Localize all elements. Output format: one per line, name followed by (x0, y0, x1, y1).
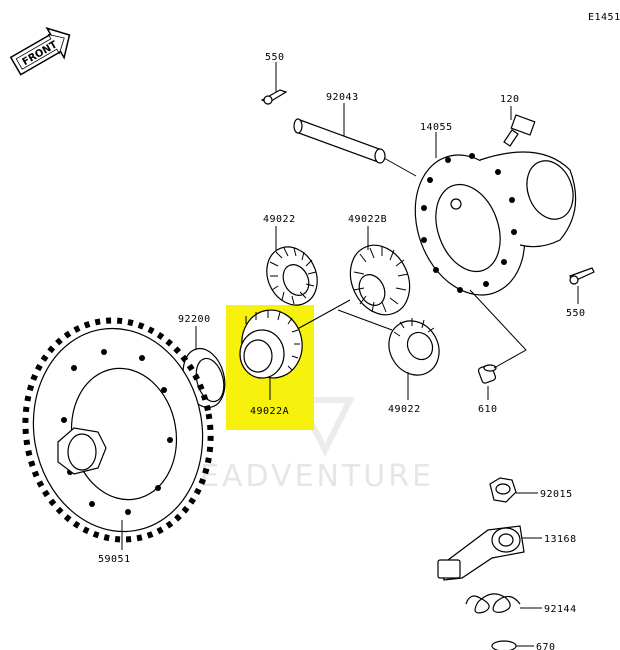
bevel-gear-49022B (291, 226, 411, 333)
part-label-550-top: 550 (265, 52, 285, 63)
nut-92015 (489, 477, 538, 503)
pin-610 (469, 289, 527, 400)
o-ring-670 (491, 640, 534, 650)
cotter-pin-550-top (260, 62, 288, 105)
cotter-pin-550-right (569, 267, 595, 304)
ring-gear-59051 (22, 317, 214, 550)
part-label-92015: 92015 (540, 489, 573, 500)
bolt-120 (503, 106, 536, 147)
differential-case-14055 (414, 132, 577, 296)
part-label-49022-bottom: 49022 (388, 404, 421, 415)
spring-92144 (465, 593, 542, 614)
bevel-gear-49022-bottom (337, 309, 440, 400)
part-label-49022A: 49022A (250, 406, 289, 417)
side-gear-49022A (239, 309, 303, 400)
part-label-49022-top: 49022 (263, 214, 296, 225)
watermark: EADVENTURE (200, 397, 434, 494)
part-label-49022B: 49022B (348, 214, 387, 225)
lever-13168 (437, 525, 542, 581)
bevel-gear-49022-top (266, 226, 318, 306)
part-label-670: 670 (536, 642, 556, 650)
front-arrow-icon: FRONT (9, 27, 71, 76)
part-label-550-right: 550 (566, 308, 586, 319)
part-label-13168: 13168 (544, 534, 577, 545)
diagram-code: E1451 (588, 12, 620, 23)
part-label-92144: 92144 (544, 604, 577, 615)
part-label-14055: 14055 (420, 122, 453, 133)
watermark-text: EADVENTURE (200, 459, 434, 494)
part-label-610: 610 (478, 404, 498, 415)
part-label-92043: 92043 (326, 92, 359, 103)
part-label-120: 120 (500, 94, 520, 105)
part-label-92200: 92200 (178, 314, 211, 325)
part-label-59051: 59051 (98, 554, 131, 565)
shaft-pin-92043 (293, 103, 417, 177)
